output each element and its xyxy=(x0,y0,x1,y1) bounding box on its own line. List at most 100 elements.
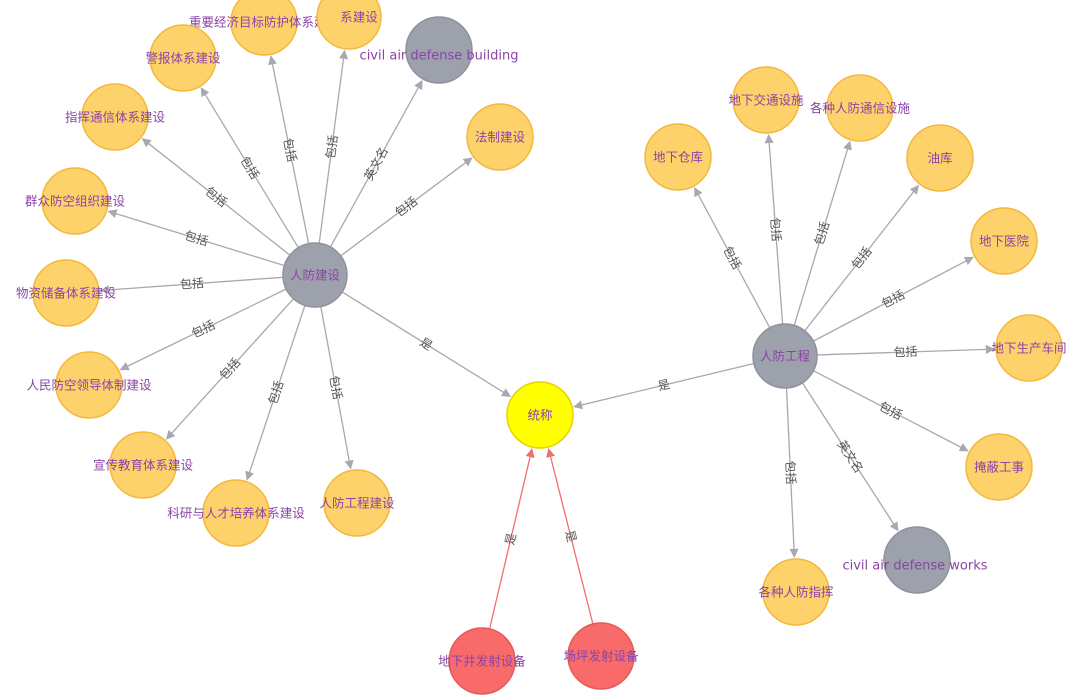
node-circle-changping[interactable] xyxy=(567,622,635,690)
edge-label-renfanggongcheng-tongcheng: 是 xyxy=(656,377,671,393)
edge-renfangjianshe-jingbao xyxy=(200,87,299,248)
edge-label-renfangjianshe-qunzhong: 包括 xyxy=(183,227,210,248)
node-label-xiaoguan: 系建设 xyxy=(340,10,378,25)
node-dixiacangku[interactable]: 地下仓库 xyxy=(644,123,712,191)
node-circle-chejian[interactable] xyxy=(995,314,1063,382)
edge-renfangjianshe-zhihui xyxy=(141,138,291,256)
edge-label-renfanggongcheng-youku: 包括 xyxy=(848,244,875,272)
edge-label-renfangjianshe-xiaoguan: 包括 xyxy=(322,134,340,160)
node-circle-renfanggongcheng[interactable] xyxy=(752,323,818,389)
edge-renfangjianshe-xiaoguan xyxy=(318,49,348,244)
edge-renfangjianshe-renmin xyxy=(119,288,287,371)
node-circle-jingbao[interactable] xyxy=(149,24,217,92)
node-tongcheng[interactable]: 统称 xyxy=(506,381,574,449)
node-circle-renfangjianshe[interactable] xyxy=(282,242,348,308)
edge-label-renfangjianshe-renmin: 包括 xyxy=(189,317,217,341)
node-circle-tongcheng[interactable] xyxy=(506,381,574,449)
node-gongchengjianshe[interactable]: 人防工程建设 xyxy=(319,469,395,537)
node-zhihui[interactable]: 指挥通信体系建设 xyxy=(65,83,166,151)
node-label-qunzhong: 群众防空组织建设 xyxy=(25,194,126,209)
node-circle-qunzhong[interactable] xyxy=(41,167,109,235)
node-circle-jingshi[interactable] xyxy=(448,627,516,695)
node-circle-zhihuisuo[interactable] xyxy=(762,558,830,626)
node-changping[interactable]: 场坪发射设备 xyxy=(563,622,639,690)
node-youku[interactable]: 油库 xyxy=(906,124,974,192)
node-circle-wuzi[interactable] xyxy=(32,259,100,327)
edge-renfangjianshe-keyan xyxy=(245,305,306,481)
edge-label-renfangjianshe-tongcheng: 是 xyxy=(417,335,435,353)
node-circle-tongxin[interactable] xyxy=(826,74,894,142)
node-label-jingshi: 地下井发射设备 xyxy=(438,654,526,669)
node-circle-civil_building[interactable] xyxy=(405,16,473,84)
node-label-civil_building: civil air defense building xyxy=(360,49,519,64)
node-fazhi[interactable]: 法制建设 xyxy=(466,103,534,171)
node-label-tongxin: 各种人防通信设施 xyxy=(810,101,911,116)
edge-renfangjianshe-civil_building xyxy=(329,79,423,248)
node-yanbi[interactable]: 掩蔽工事 xyxy=(965,433,1033,501)
edge-renfanggongcheng-youku xyxy=(804,184,919,332)
node-label-jingbao: 警报体系建设 xyxy=(145,51,221,66)
node-xiaoguan[interactable]: 系建设 xyxy=(316,0,382,50)
node-civil_building[interactable]: civil air defense building xyxy=(360,16,519,84)
node-jingshi[interactable]: 地下井发射设备 xyxy=(438,627,526,695)
node-label-jiaotong: 地下交通设施 xyxy=(728,93,804,108)
node-label-wuzi: 物资储备体系建设 xyxy=(16,286,117,301)
node-circle-gongchengjianshe[interactable] xyxy=(323,469,391,537)
edge-renfanggongcheng-jiaotong xyxy=(764,133,784,325)
edge-renfangjianshe-xuanchuan xyxy=(165,298,295,440)
edge-renfanggongcheng-tongcheng xyxy=(573,362,755,410)
node-yiyuan[interactable]: 地下医院 xyxy=(970,207,1038,275)
edge-renfanggongcheng-yanbi xyxy=(813,370,969,452)
node-qunzhong[interactable]: 群众防空组织建设 xyxy=(25,167,126,235)
node-label-youku: 油库 xyxy=(927,151,952,166)
edge-label-renfangjianshe-zhihui: 包括 xyxy=(202,183,230,210)
node-renfangjianshe[interactable]: 人防建设 xyxy=(282,242,348,308)
node-label-tongcheng: 统称 xyxy=(527,408,552,423)
node-circle-youku[interactable] xyxy=(906,124,974,192)
node-label-renfangjianshe: 人防建设 xyxy=(290,268,341,283)
node-tongxin[interactable]: 各种人防通信设施 xyxy=(810,74,911,142)
node-zhongyao[interactable]: 重要经济目标防护体系建设 xyxy=(189,0,340,56)
edge-renfanggongcheng-chejian xyxy=(816,344,995,356)
edge-renfangjianshe-qunzhong xyxy=(107,209,285,267)
node-circle-zhongyao[interactable] xyxy=(230,0,298,56)
node-circle-renmin[interactable] xyxy=(55,351,123,419)
edge-label-renfangjianshe-fazhi: 包括 xyxy=(392,193,420,219)
node-circle-jiaotong[interactable] xyxy=(732,66,800,134)
node-label-yiyuan: 地下医院 xyxy=(979,234,1030,249)
node-circle-fazhi[interactable] xyxy=(466,103,534,171)
node-chejian[interactable]: 地下生产车间 xyxy=(991,314,1067,382)
node-circle-yanbi[interactable] xyxy=(965,433,1033,501)
node-circle-xuanchuan[interactable] xyxy=(109,431,177,499)
edge-label-renfanggongcheng-tongxin: 包括 xyxy=(811,220,832,247)
node-label-keyan: 科研与人才培养体系建设 xyxy=(167,506,305,521)
edge-label-renfanggongcheng-jiaotong: 包括 xyxy=(768,217,785,242)
edge-renfangjianshe-gongchengjianshe xyxy=(320,306,354,470)
node-renfanggongcheng[interactable]: 人防工程 xyxy=(752,323,818,389)
edges-layer xyxy=(100,49,995,630)
node-civil_works[interactable]: civil air defense works xyxy=(842,526,988,594)
edge-label-renfangjianshe-civil_building: 英文名 xyxy=(361,144,392,183)
edge-label-renfanggongcheng-zhihuisuo: 包括 xyxy=(783,460,799,485)
node-jingbao[interactable]: 警报体系建设 xyxy=(145,24,221,92)
node-label-xuanchuan: 宣传教育体系建设 xyxy=(93,458,194,473)
edge-label-renfangjianshe-gongchengjianshe: 包括 xyxy=(327,374,346,400)
edge-label-renfanggongcheng-yanbi: 包括 xyxy=(877,398,905,422)
node-circle-dixiacangku[interactable] xyxy=(644,123,712,191)
edge-label-renfangjianshe-wuzi: 包括 xyxy=(179,275,204,292)
node-label-chejian: 地下生产车间 xyxy=(991,341,1066,356)
node-keyan[interactable]: 科研与人才培养体系建设 xyxy=(167,479,305,547)
edge-renfangjianshe-zhongyao xyxy=(268,55,310,244)
edge-renfangjianshe-tongcheng xyxy=(341,291,512,398)
node-circle-keyan[interactable] xyxy=(202,479,270,547)
node-circle-civil_works[interactable] xyxy=(883,526,951,594)
node-circle-zhihui[interactable] xyxy=(81,83,149,151)
node-circle-xiaoguan[interactable] xyxy=(316,0,382,50)
node-xuanchuan[interactable]: 宣传教育体系建设 xyxy=(93,431,194,499)
node-circle-yiyuan[interactable] xyxy=(970,207,1038,275)
node-jiaotong[interactable]: 地下交通设施 xyxy=(728,66,804,134)
node-zhihuisuo[interactable]: 各种人防指挥 xyxy=(758,558,834,626)
node-renmin[interactable]: 人民防空领导体制建设 xyxy=(26,351,152,419)
node-wuzi[interactable]: 物资储备体系建设 xyxy=(16,259,117,327)
